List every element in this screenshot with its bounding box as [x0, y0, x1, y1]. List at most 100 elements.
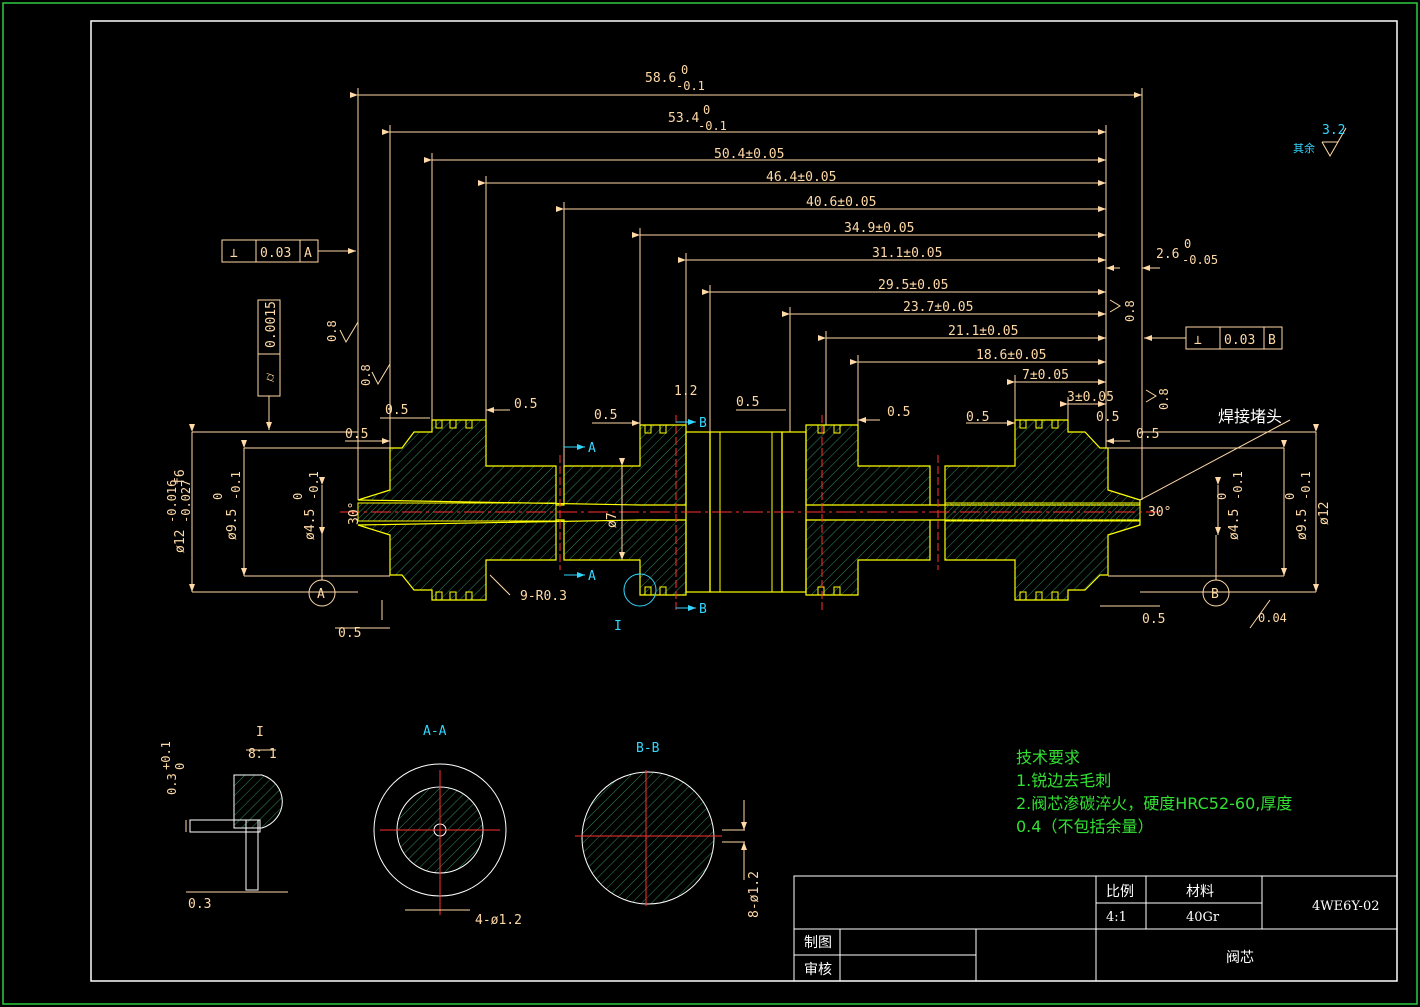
roughness-other: 其余 — [1293, 141, 1315, 155]
dim-0-5-d: 0.5 — [736, 395, 759, 410]
phi9-5-right-lo: -0.1 — [1299, 471, 1313, 500]
section-b-bottom: B — [699, 602, 707, 617]
dim-58-6-lower: -0.1 — [676, 79, 705, 93]
dim-40-6: 40.6±0.05 — [806, 195, 876, 210]
datum-b-label: B — [1211, 587, 1219, 602]
phi12-lower: -0.027 — [179, 480, 193, 523]
scale-value: 4:1 — [1106, 910, 1127, 925]
phi9-5-left-up: 0 — [211, 493, 225, 500]
roughness-0-8-c: 0.8 — [1123, 300, 1137, 322]
tech-title: 技术要求 — [1016, 748, 1080, 767]
dim-50-4: 50.4±0.05 — [714, 147, 784, 162]
weld-plug-note: 焊接堵头 — [1218, 407, 1282, 426]
dim-46-4: 46.4±0.05 — [766, 170, 836, 185]
phi4-5-left-up: 0 — [291, 493, 305, 500]
tech-item-3: 0.4（不包括余量） — [1016, 817, 1153, 836]
angle-30-right: 30° — [1148, 505, 1171, 520]
dim-0-5-a: 0.5 — [385, 403, 408, 418]
perp-b-ref: B — [1268, 333, 1276, 348]
drawn-label: 制图 — [804, 935, 832, 951]
section-aa-view — [373, 763, 507, 915]
dim-7: 7±0.05 — [1022, 368, 1069, 383]
section-bb-view — [575, 770, 747, 906]
dim-58-6-upper: 0 — [681, 63, 688, 77]
detail-i-view — [185, 749, 288, 893]
dim-18-6: 18.6±0.05 — [976, 348, 1046, 363]
phi4-5-right-up: 0 — [1215, 493, 1229, 500]
perp-b-val: 0.03 — [1224, 333, 1255, 348]
radius-note: 9-R0.3 — [520, 589, 567, 604]
dia-left-12: ø12 -0.016 -0.027 f6 — [165, 469, 193, 553]
drawing-number: 4WE6Y-02 — [1312, 899, 1379, 914]
roughness-0-8-b: 0.8 — [359, 364, 373, 386]
dim-0-5-f: 0.5 — [966, 410, 989, 425]
perp-a-ref: A — [304, 246, 312, 261]
roughness-symbols — [339, 127, 1347, 403]
section-a-top: A — [588, 441, 596, 456]
scale-label: 比例 — [1106, 884, 1134, 900]
dim-58-6: 58.6 — [645, 71, 676, 86]
phi9-5-right: ø9.5 — [1295, 509, 1310, 540]
dim-31-1: 31.1±0.05 — [872, 246, 942, 261]
material-value: 40Gr — [1186, 910, 1220, 925]
phi4-5-left-lo: -0.1 — [307, 471, 321, 500]
detail-scale: 8：1 — [248, 747, 277, 762]
phi4-5-left: ø4.5 — [303, 509, 318, 540]
dim-3: 3±0.05 — [1067, 390, 1114, 405]
dim-53-4-upper: 0 — [703, 103, 710, 117]
phi4-5-right-lo: -0.1 — [1231, 471, 1245, 500]
dim-0-5-h: 0.5 — [345, 427, 368, 442]
phi9-5-right-up: 0 — [1283, 493, 1297, 500]
angle-30-left: 30° — [347, 502, 362, 525]
detail-i-label: I — [614, 619, 622, 634]
phi12-left: ø12 — [173, 530, 188, 553]
phi9-5-left: ø9.5 — [225, 509, 240, 540]
section-a-bottom: A — [588, 569, 596, 584]
inner-frame — [90, 20, 1398, 982]
perp-a-sym: ⊥ — [230, 246, 238, 261]
roughness-3-2: 3.2 — [1322, 123, 1345, 138]
section-bb-holes: 8-ø1.2 — [747, 871, 762, 918]
detail-h-lo: 0 — [173, 763, 187, 770]
material-label: 材料 — [1186, 884, 1214, 900]
dim-1-2: 1.2 — [674, 384, 697, 399]
dim-2-6: 2.6 — [1156, 247, 1179, 262]
datum-a-label: A — [317, 587, 325, 602]
checked-label: 审核 — [804, 962, 832, 978]
dim-0-5-e: 0.5 — [887, 405, 910, 420]
section-aa-holes: 4-ø1.2 — [475, 913, 522, 928]
roughness-0-8-a: 0.8 — [325, 320, 339, 342]
phi12-right: ø12 — [1317, 502, 1332, 525]
cylindricity-val: 0.0015 — [264, 301, 279, 348]
detail-h-up: +0.1 — [159, 741, 173, 770]
runout-value: 0.04 — [1258, 611, 1287, 625]
dimension-lines — [189, 88, 1319, 629]
datum-markers — [308, 535, 1230, 607]
dim-0-5-j: 0.5 — [338, 626, 361, 641]
dim-0-5-c: 0.5 — [594, 408, 617, 423]
dim-0-5-i: 0.5 — [1136, 427, 1159, 442]
dim-0-5-g: 0.5 — [1096, 410, 1119, 425]
part-name: 阀芯 — [1226, 950, 1254, 966]
tech-item-2: 2.阀芯渗碳淬火，硬度HRC52-60,厚度 — [1016, 794, 1292, 813]
dim-29-5: 29.5±0.05 — [878, 278, 948, 293]
detail-w: 0.3 — [188, 897, 211, 912]
perp-a-val: 0.03 — [260, 246, 291, 261]
valve-spool-section — [340, 415, 1160, 610]
detail-title: I — [256, 725, 264, 740]
dim-2-6-upper: 0 — [1184, 237, 1191, 251]
phi4-5-right: ø4.5 — [1227, 509, 1242, 540]
dim-0-5-b: 0.5 — [514, 397, 537, 412]
section-aa-title: A-A — [423, 724, 447, 739]
dim-34-9: 34.9±0.05 — [844, 221, 914, 236]
title-block — [793, 875, 1398, 982]
section-bb-title: B-B — [636, 741, 660, 756]
phi12-upper: -0.016 — [165, 480, 179, 523]
dim-2-6-lower: -0.05 — [1182, 253, 1218, 267]
phi9-5-left-lo: -0.1 — [229, 471, 243, 500]
tech-item-1: 1.锐边去毛刺 — [1016, 771, 1111, 790]
perp-b-sym: ⊥ — [1194, 333, 1202, 348]
roughness-0-8-d: 0.8 — [1157, 388, 1171, 410]
